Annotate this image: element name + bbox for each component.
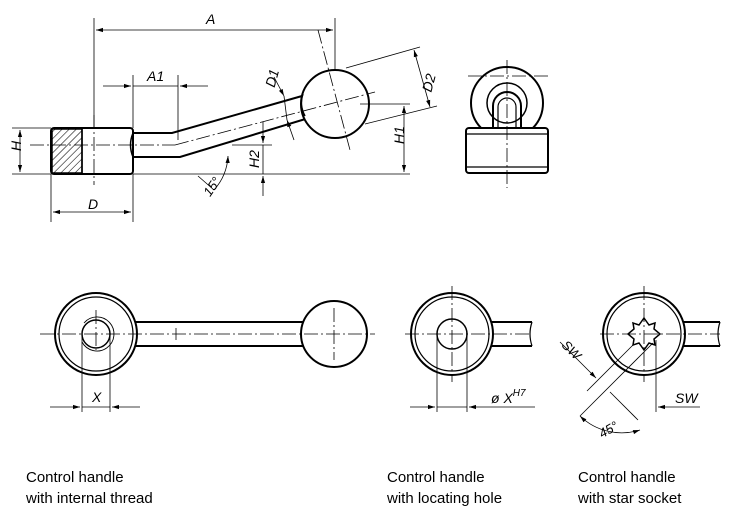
label-h1: H1 <box>391 126 407 144</box>
caption-locating-hole-line1: Control handle <box>387 469 485 486</box>
label-x: X <box>91 389 102 405</box>
caption-locating-hole-line2: with locating hole <box>387 490 503 507</box>
label-a1: A1 <box>146 68 164 84</box>
label-sw-horizontal: SW <box>675 390 699 406</box>
label-h: H <box>8 140 24 151</box>
label-angle-15: 15° <box>200 174 224 199</box>
label-angle-45: 45° <box>596 418 621 441</box>
caption-internal-thread-line2: with internal thread <box>26 490 153 507</box>
dim-arc-45 <box>579 415 641 435</box>
top-view-star-socket <box>559 286 721 435</box>
side-view <box>12 18 438 222</box>
label-ox-h7: H7 <box>513 388 526 399</box>
hatched-thread <box>51 128 83 174</box>
ball-knob <box>300 69 370 139</box>
label-d2: D2 <box>419 72 439 94</box>
caption-star-socket-line1: Control handle <box>578 469 676 486</box>
star-socket-shape <box>626 316 662 352</box>
caption-internal-thread-line1: Control handle <box>26 469 124 486</box>
dim-line-d2 <box>413 49 431 108</box>
label-ox: ø XH7 <box>491 388 526 406</box>
end-view <box>465 60 549 188</box>
label-d1: D1 <box>262 67 282 88</box>
dim-arc-15 <box>213 155 230 191</box>
label-d: D <box>88 196 98 212</box>
caption-locating-hole: Control handle with locating hole <box>387 467 502 509</box>
handle-arm <box>133 95 313 158</box>
label-sw-diagonal: SW <box>559 337 586 364</box>
top-view-internal-thread <box>40 292 375 412</box>
label-a: A <box>205 11 215 27</box>
caption-star-socket-line2: with star socket <box>578 490 682 507</box>
caption-star-socket: Control handle with star socket <box>578 467 681 509</box>
label-h2: H2 <box>246 150 262 168</box>
dim-line-d1 <box>273 76 285 97</box>
caption-internal-thread: Control handle with internal thread <box>26 467 153 509</box>
top-view-locating-hole <box>405 286 535 412</box>
